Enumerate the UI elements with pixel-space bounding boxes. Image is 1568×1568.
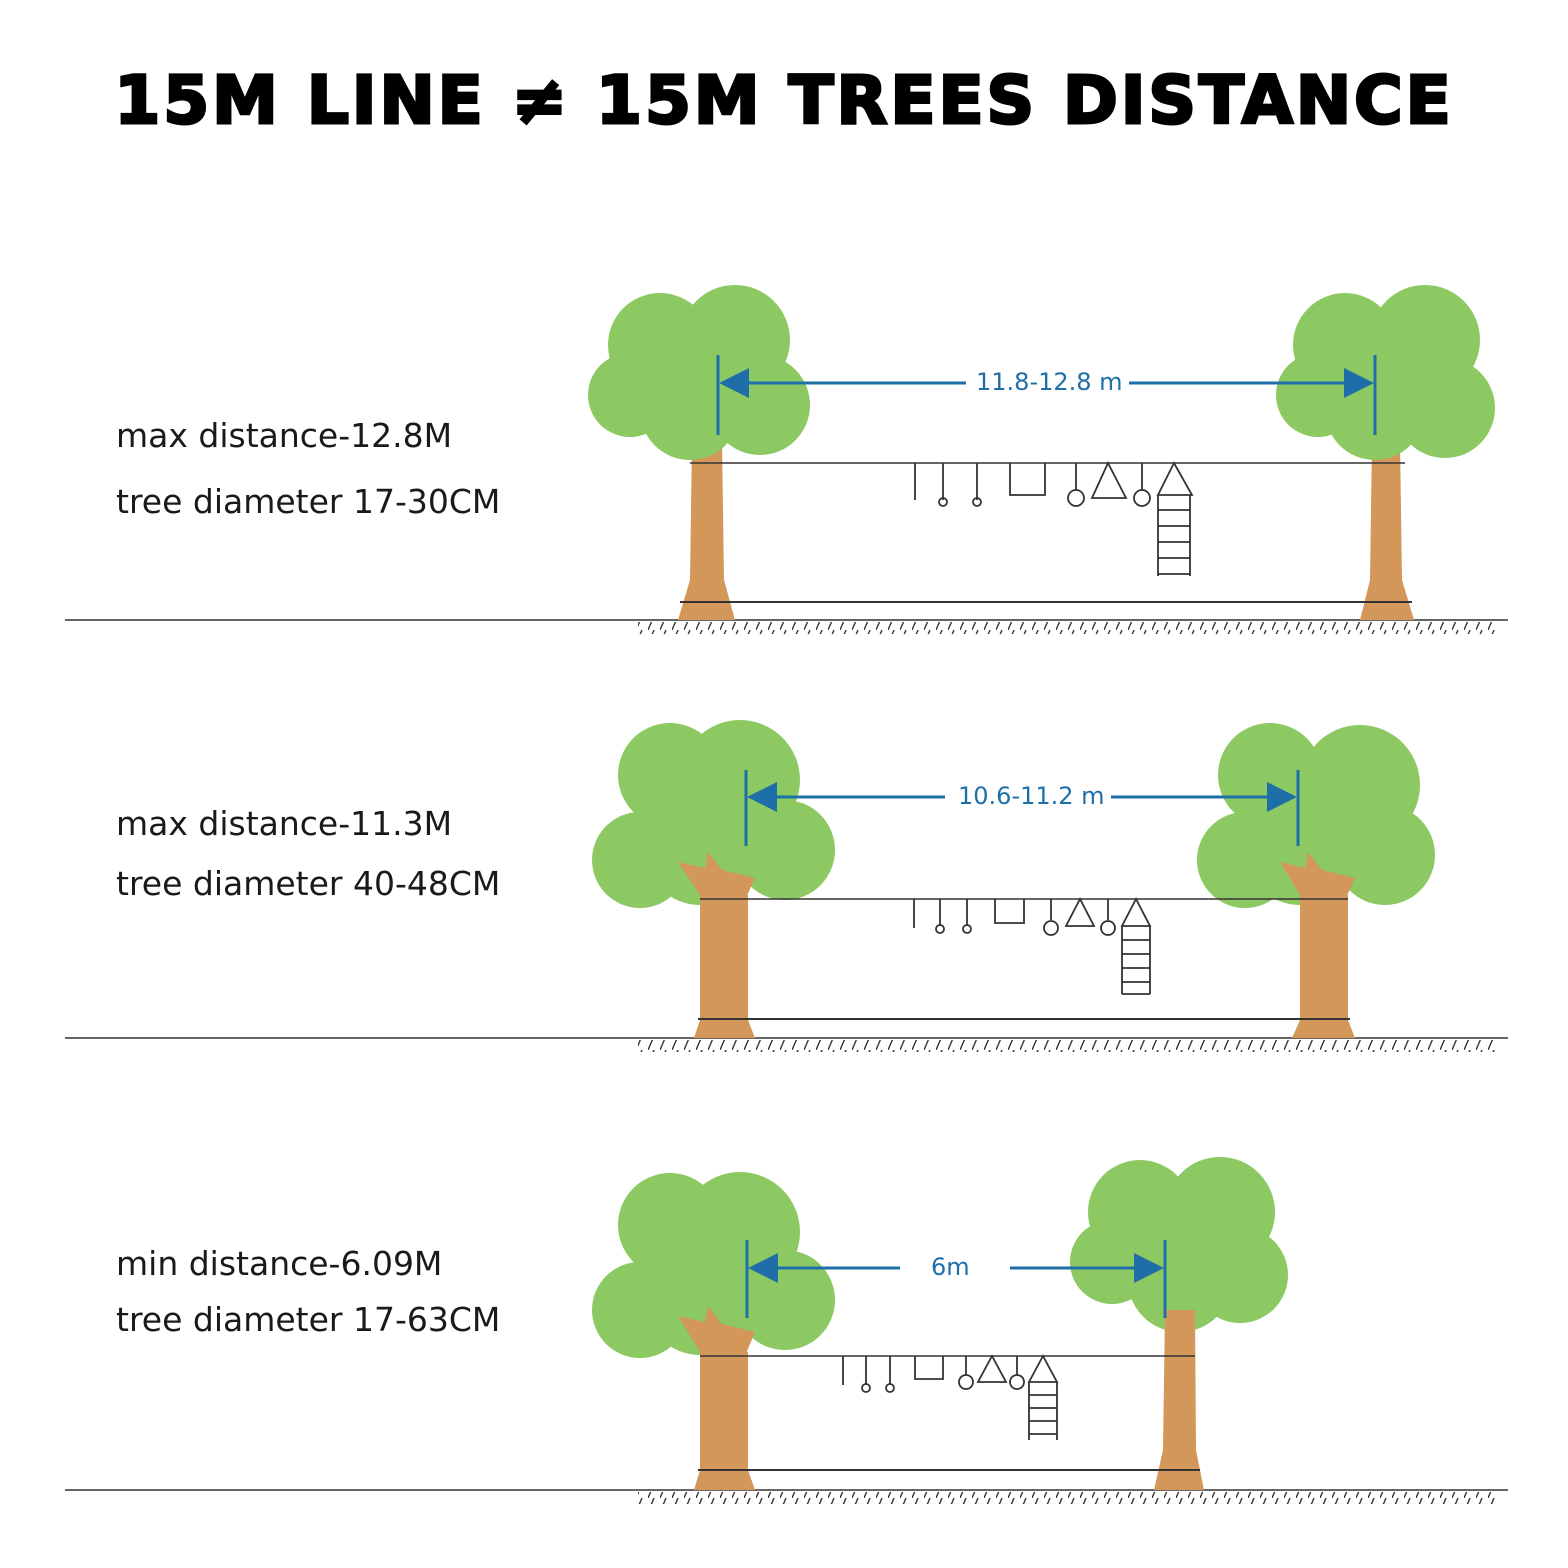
tree-right-3 [1070, 1157, 1288, 1490]
max-distance-label-2: max distance-11.3M [116, 804, 453, 843]
tree-diameter-label-1: tree diameter 17-30CM [116, 482, 501, 521]
measure-label-3: 6m [925, 1253, 976, 1281]
tree-diameter-label-3: tree diameter 17-63CM [116, 1300, 501, 1339]
page-title: 15M LINE ≠ 15M TREES DISTANCE [113, 61, 1454, 141]
ground-hatch [638, 1492, 1498, 1504]
tree-right-1 [1276, 285, 1495, 620]
tree-right-2 [1197, 723, 1435, 1038]
min-distance-label-3: min distance-6.09M [116, 1244, 443, 1283]
tree-left-3 [592, 1172, 835, 1490]
measure-arrow-2 [744, 770, 1300, 846]
obstacles-2 [913, 897, 1152, 995]
obstacles-1 [914, 460, 1194, 576]
measure-arrow-3 [745, 1240, 1167, 1318]
measure-label-1: 11.8-12.8 m [970, 368, 1129, 396]
tree-diameter-label-2: tree diameter 40-48CM [116, 864, 501, 903]
scene-1 [65, 285, 1508, 634]
ground-hatch [638, 1040, 1498, 1052]
tree-left-1 [588, 285, 810, 620]
measure-arrow-1 [716, 355, 1377, 435]
max-distance-label-1: max distance-12.8M [116, 416, 453, 455]
ground-hatch [638, 622, 1498, 634]
tree-left-2 [592, 720, 835, 1038]
measure-label-2: 10.6-11.2 m [952, 782, 1111, 810]
scene-2 [65, 720, 1508, 1052]
obstacles-3 [842, 1354, 1059, 1440]
scene-3 [65, 1157, 1508, 1504]
